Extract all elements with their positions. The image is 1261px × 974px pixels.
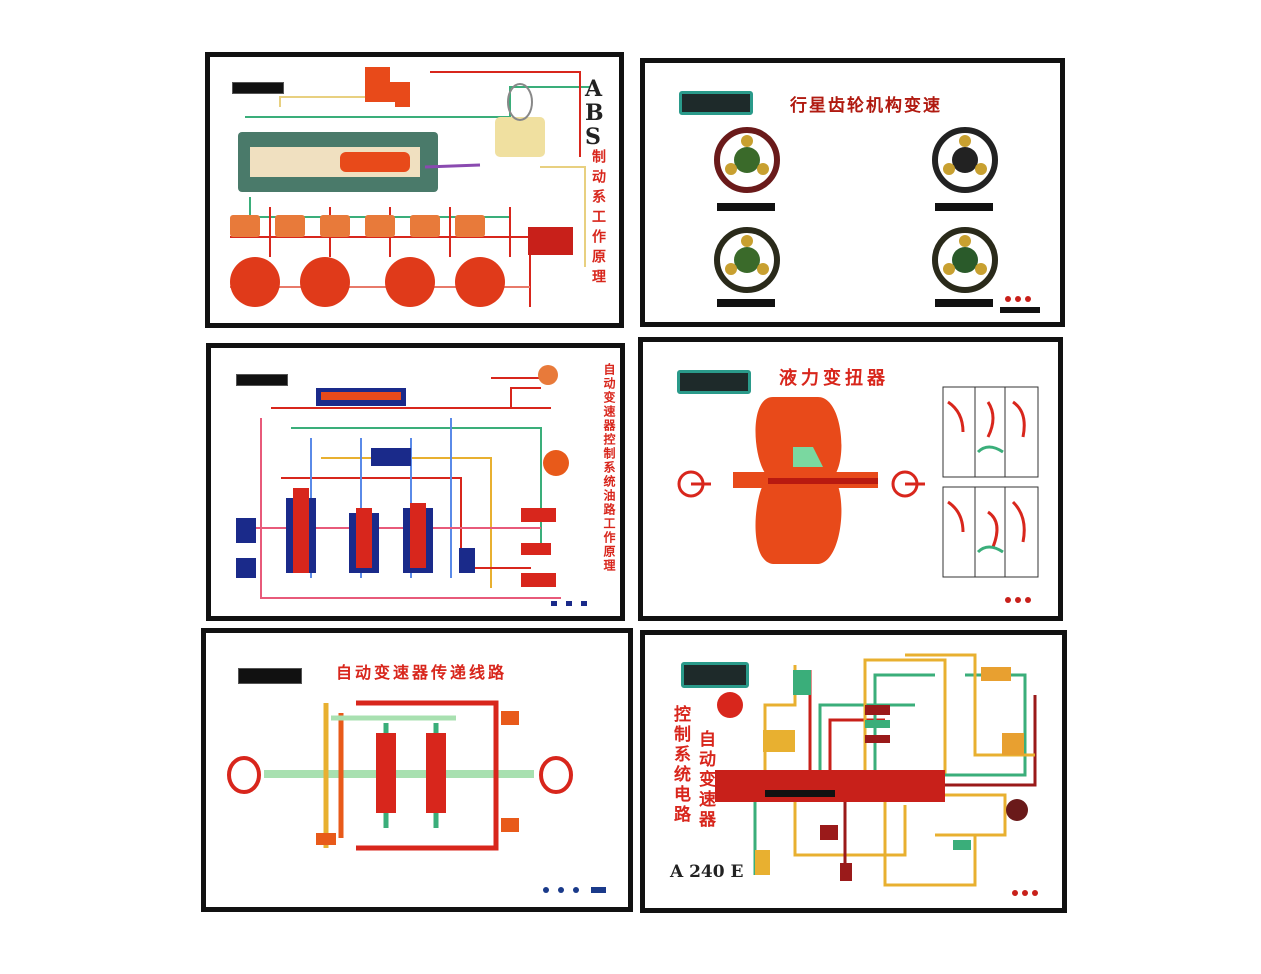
- torque-converter-diagram: [677, 386, 1039, 603]
- label-tag: [232, 82, 284, 94]
- board-title: 制动系工作原理: [590, 149, 606, 289]
- display-panel: [679, 91, 753, 115]
- board-hydraulic-circuit: 自动变速器控制系统油路工作原理: [206, 343, 625, 621]
- board-abs: ABS 制动系工作原理: [205, 52, 624, 328]
- label-tag: [238, 668, 302, 684]
- display-panel: [677, 370, 751, 394]
- gear-set: [714, 127, 998, 293]
- label-tag: [236, 374, 288, 386]
- board-title: 液力变扭器: [779, 368, 889, 389]
- board-title: 自动变速器控制系统油路工作原理: [602, 363, 616, 573]
- model-label: A 240 E: [670, 862, 744, 882]
- board-planetary-gear: 行星齿轮机构变速: [640, 58, 1065, 327]
- planetary-gear-diagram: [714, 127, 1040, 313]
- board-torque-converter: 液力变扭器: [638, 337, 1063, 621]
- hydraulic-diagram: [236, 365, 587, 606]
- board-transmission-path: 自动变速器传递线路: [201, 628, 633, 912]
- abs-diagram: [230, 67, 590, 307]
- board-title-col1: 控制系统电路: [670, 705, 690, 825]
- electrical-diagram: [715, 653, 1038, 896]
- board-title-latin: ABS: [585, 76, 604, 150]
- transmission-diagram: [227, 700, 606, 893]
- display-panel: [681, 662, 749, 688]
- board-title-col2: 自动变速器: [695, 730, 715, 830]
- board-title: 行星齿轮机构变速: [790, 96, 942, 116]
- board-title: 自动变速器传递线路: [336, 663, 508, 682]
- board-electrical-circuit: 控制系统电路 自动变速器 A 240 E: [640, 630, 1067, 913]
